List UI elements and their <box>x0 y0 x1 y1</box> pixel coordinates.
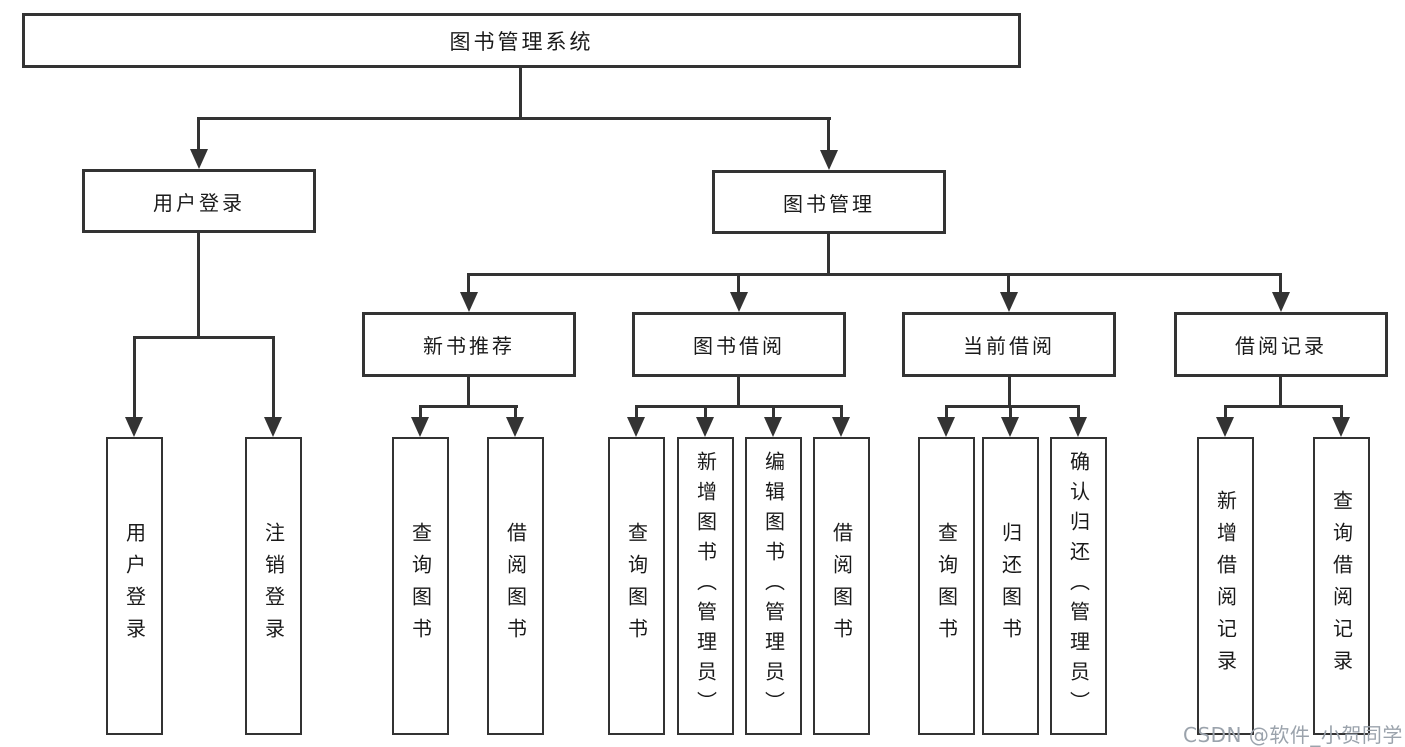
node-borrow-record: 借阅记录 <box>1174 312 1388 377</box>
connector-line <box>635 405 638 417</box>
connector-line <box>197 117 831 120</box>
arrow-down-icon <box>730 292 748 312</box>
connector-line <box>467 375 470 405</box>
node-user-login-label: 用户登录 <box>153 190 245 215</box>
node-leaf-logout-label: 注销登录 <box>261 522 286 650</box>
connector-line <box>272 336 275 417</box>
connector-line <box>133 336 275 339</box>
node-leaf-user-login-label: 用户登录 <box>122 522 147 650</box>
arrow-down-icon <box>125 417 143 437</box>
arrow-down-icon <box>820 150 838 170</box>
connector-line <box>467 273 1282 276</box>
node-book-management: 图书管理 <box>712 170 946 234</box>
arrow-down-icon <box>1272 292 1290 312</box>
node-new-book-recommend-label: 新书推荐 <box>423 334 515 358</box>
connector-line <box>1224 405 1343 408</box>
node-leaf-return-books-label: 归还图书 <box>998 522 1023 650</box>
arrow-down-icon <box>506 417 524 437</box>
watermark: CSDN @软件_小贺同学 <box>1183 723 1403 747</box>
node-leaf-add-books-admin: 新增图书（管理员） <box>677 437 734 735</box>
arrow-down-icon <box>696 417 714 437</box>
node-leaf-logout: 注销登录 <box>245 437 302 735</box>
node-leaf-add-borrow-record: 新增借阅记录 <box>1197 437 1254 735</box>
node-new-book-recommend: 新书推荐 <box>362 312 576 377</box>
connector-line <box>635 405 843 408</box>
connector-line <box>1340 405 1343 417</box>
node-leaf-query-books-2-label: 查询图书 <box>624 522 649 650</box>
arrow-down-icon <box>832 417 850 437</box>
node-leaf-edit-books-admin: 编辑图书（管理员） <box>745 437 802 735</box>
connector-line <box>467 273 470 292</box>
arrow-down-icon <box>1000 292 1018 312</box>
connector-line <box>1007 273 1010 292</box>
arrow-down-icon <box>937 417 955 437</box>
connector-line <box>1077 405 1080 417</box>
connector-line <box>737 375 740 405</box>
connector-line <box>419 405 422 417</box>
connector-line <box>133 336 136 417</box>
arrow-down-icon <box>1332 417 1350 437</box>
node-leaf-query-books-2: 查询图书 <box>608 437 665 735</box>
arrow-down-icon <box>764 417 782 437</box>
connector-line <box>419 405 518 408</box>
connector-line <box>772 405 775 417</box>
node-borrow-record-label: 借阅记录 <box>1235 334 1327 358</box>
connector-line <box>827 233 830 276</box>
node-book-management-label: 图书管理 <box>783 191 875 216</box>
arrow-down-icon <box>190 149 208 169</box>
node-leaf-add-books-admin-label: 新增图书（管理员） <box>693 451 718 721</box>
connector-line <box>1009 405 1012 417</box>
connector-line <box>840 405 843 417</box>
connector-line <box>197 232 200 339</box>
node-leaf-borrow-books-2: 借阅图书 <box>813 437 870 735</box>
node-current-borrow-label: 当前借阅 <box>963 334 1055 358</box>
arrow-down-icon <box>1216 417 1234 437</box>
node-leaf-borrow-books-1-label: 借阅图书 <box>503 522 528 650</box>
node-leaf-confirm-return-admin: 确认归还（管理员） <box>1050 437 1107 735</box>
connector-line <box>1279 375 1282 405</box>
connector-line <box>1224 405 1227 417</box>
node-book-borrow: 图书借阅 <box>632 312 846 377</box>
arrow-down-icon <box>264 417 282 437</box>
node-book-borrow-label: 图书借阅 <box>693 334 785 358</box>
node-leaf-query-borrow-record: 查询借阅记录 <box>1313 437 1370 735</box>
node-leaf-borrow-books-1: 借阅图书 <box>487 437 544 735</box>
node-leaf-query-books-3: 查询图书 <box>918 437 975 735</box>
connector-line <box>1279 273 1282 292</box>
connector-line <box>704 405 707 417</box>
arrow-down-icon <box>460 292 478 312</box>
connector-line <box>827 117 830 150</box>
node-leaf-user-login: 用户登录 <box>106 437 163 735</box>
node-current-borrow: 当前借阅 <box>902 312 1116 377</box>
node-leaf-query-books-1-label: 查询图书 <box>408 522 433 650</box>
node-root-label: 图书管理系统 <box>449 29 594 54</box>
arrow-down-icon <box>1069 417 1087 437</box>
connector-line <box>514 405 517 417</box>
node-leaf-query-books-1: 查询图书 <box>392 437 449 735</box>
connector-line <box>945 405 948 417</box>
node-leaf-query-books-3-label: 查询图书 <box>934 522 959 650</box>
connector-line <box>737 273 740 292</box>
node-leaf-confirm-return-admin-label: 确认归还（管理员） <box>1066 451 1091 721</box>
node-leaf-return-books: 归还图书 <box>982 437 1039 735</box>
node-root: 图书管理系统 <box>22 13 1021 68</box>
node-leaf-add-borrow-record-label: 新增借阅记录 <box>1213 490 1238 682</box>
node-leaf-edit-books-admin-label: 编辑图书（管理员） <box>761 451 786 721</box>
connector-line <box>519 66 522 118</box>
arrow-down-icon <box>627 417 645 437</box>
node-leaf-query-borrow-record-label: 查询借阅记录 <box>1329 490 1354 682</box>
connector-line <box>945 405 1080 408</box>
connector-line <box>1008 375 1011 405</box>
node-leaf-borrow-books-2-label: 借阅图书 <box>829 522 854 650</box>
arrow-down-icon <box>411 417 429 437</box>
arrow-down-icon <box>1001 417 1019 437</box>
connector-line <box>197 117 200 149</box>
node-user-login: 用户登录 <box>82 169 316 233</box>
